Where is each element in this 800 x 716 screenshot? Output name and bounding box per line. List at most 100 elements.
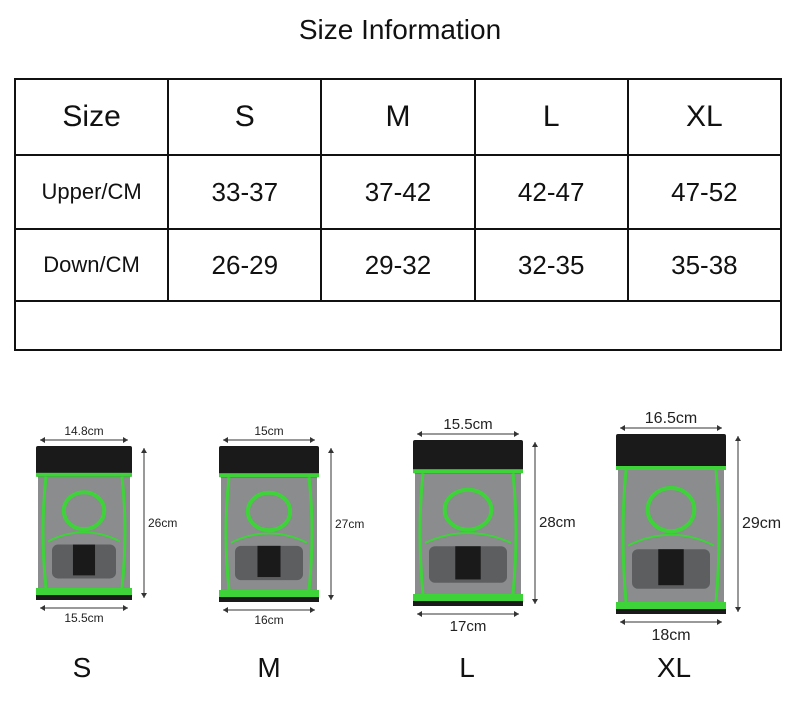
sleeve-illustration-xl: 16.5cm 18cm 29cm bbox=[616, 410, 781, 644]
sleeve-top-band bbox=[616, 434, 726, 470]
table-header-cell: M bbox=[320, 78, 476, 156]
sleeve-side-stripe bbox=[120, 476, 127, 589]
arrowhead bbox=[532, 599, 538, 604]
table-row-empty bbox=[14, 300, 782, 351]
table-header-cell: S bbox=[167, 78, 323, 156]
arrowhead bbox=[223, 607, 228, 613]
kneecap-ring bbox=[245, 490, 293, 533]
kneecap-ring bbox=[442, 487, 494, 532]
sleeve-side-stripe bbox=[511, 473, 518, 595]
table-row: Upper/CM 33-37 37-42 42-47 47-52 bbox=[13, 154, 783, 230]
sleeve-bottom-band bbox=[413, 594, 523, 601]
table-header-cell: L bbox=[473, 78, 629, 156]
row-label: Upper/CM bbox=[13, 154, 170, 230]
arrowhead bbox=[310, 607, 315, 613]
arrowhead bbox=[532, 442, 538, 447]
sleeve-green-stripe bbox=[36, 472, 132, 477]
table-cell: 26-29 bbox=[167, 228, 323, 302]
arrowhead bbox=[141, 593, 147, 598]
sleeve-curve-stripe bbox=[627, 533, 715, 547]
arrowhead bbox=[141, 448, 147, 453]
arrowhead bbox=[123, 605, 128, 611]
table-cell: 33-37 bbox=[167, 154, 323, 230]
sleeve-green-stripe bbox=[219, 473, 319, 478]
table-cell: 32-35 bbox=[473, 228, 629, 302]
sleeve-dark-patch bbox=[455, 546, 481, 580]
table-row: Down/CM 26-29 29-32 32-35 35-38 bbox=[13, 228, 783, 302]
sleeve-bottom-edge bbox=[616, 609, 726, 614]
arrowhead bbox=[328, 595, 334, 600]
sleeve-curve-stripe bbox=[424, 531, 512, 544]
top-width-label: 15.5cm bbox=[443, 416, 492, 433]
table-cell: 35-38 bbox=[626, 228, 783, 302]
arrowhead bbox=[417, 431, 422, 437]
table-header-cell: Size bbox=[13, 78, 170, 156]
sleeve-bottom-edge bbox=[36, 595, 132, 600]
arrowhead bbox=[514, 611, 519, 617]
sleeve-side-stripe bbox=[307, 477, 314, 591]
page-title: Size Information bbox=[298, 14, 502, 45]
table-cell: 29-32 bbox=[320, 228, 476, 302]
sleeve-side-stripe bbox=[621, 469, 628, 603]
size-label-l: L bbox=[459, 652, 475, 683]
table-header-row: Size S M L XL bbox=[13, 78, 783, 156]
top-width-label: 14.8cm bbox=[64, 424, 103, 438]
sleeve-green-stripe bbox=[616, 466, 726, 470]
size-label-xl: XL bbox=[656, 652, 692, 683]
sleeve-bottom-edge bbox=[219, 597, 319, 602]
arrowhead bbox=[735, 436, 741, 441]
table-cell: 37-42 bbox=[320, 154, 476, 230]
height-label: 26cm bbox=[148, 516, 177, 530]
sleeve-bottom-band bbox=[219, 590, 319, 597]
sleeve-bottom-band bbox=[36, 588, 132, 595]
top-width-label: 16.5cm bbox=[645, 410, 697, 427]
sleeve-curve-stripe bbox=[47, 531, 121, 543]
arrowhead bbox=[717, 619, 722, 625]
arrowhead bbox=[223, 437, 228, 443]
arrowhead bbox=[620, 619, 625, 625]
height-label: 27cm bbox=[335, 517, 364, 531]
top-width-label: 15cm bbox=[254, 424, 283, 438]
sleeve-curve-stripe bbox=[230, 532, 308, 544]
sleeve-green-stripe bbox=[413, 469, 523, 474]
sleeve-illustration-m: 15cm 16cm 27cm bbox=[219, 424, 364, 627]
bottom-width-label: 16cm bbox=[254, 613, 283, 627]
sleeve-side-stripe bbox=[714, 469, 721, 603]
row-label: Down/CM bbox=[13, 228, 170, 302]
empty-cell bbox=[14, 300, 782, 351]
kneecap-ring bbox=[645, 486, 697, 534]
size-table: Size S M L XL Upper/CM 33-37 37-42 42-47… bbox=[13, 78, 783, 351]
sleeve-side-stripe bbox=[41, 476, 48, 589]
sleeve-side-stripe bbox=[418, 473, 425, 595]
arrowhead bbox=[735, 607, 741, 612]
bottom-width-label: 18cm bbox=[651, 627, 690, 644]
height-label: 29cm bbox=[742, 515, 781, 532]
sleeve-top-band bbox=[219, 446, 319, 478]
arrowhead bbox=[328, 448, 334, 453]
sleeve-dark-patch bbox=[257, 545, 281, 578]
sleeve-top-band bbox=[36, 446, 132, 477]
arrowhead bbox=[123, 437, 128, 443]
table-cell: 47-52 bbox=[626, 154, 783, 230]
kneecap-ring bbox=[61, 490, 107, 532]
bottom-width-label: 17cm bbox=[450, 618, 487, 635]
table-cell: 42-47 bbox=[473, 154, 629, 230]
arrowhead bbox=[514, 431, 519, 437]
arrowhead bbox=[40, 437, 45, 443]
arrowhead bbox=[310, 437, 315, 443]
sleeve-bottom-band bbox=[616, 602, 726, 609]
arrowhead bbox=[717, 425, 722, 431]
sleeve-dark-patch bbox=[658, 549, 684, 586]
sleeve-side-stripe bbox=[224, 477, 231, 591]
sleeve-top-band bbox=[413, 440, 523, 474]
table-header-cell: XL bbox=[626, 78, 783, 156]
arrowhead bbox=[417, 611, 422, 617]
arrowhead bbox=[620, 425, 625, 431]
arrowhead bbox=[40, 605, 45, 611]
size-label-m: M bbox=[257, 652, 281, 683]
sleeve-bottom-edge bbox=[413, 601, 523, 606]
size-label-s: S bbox=[72, 652, 92, 683]
sleeve-dark-patch bbox=[72, 544, 96, 576]
